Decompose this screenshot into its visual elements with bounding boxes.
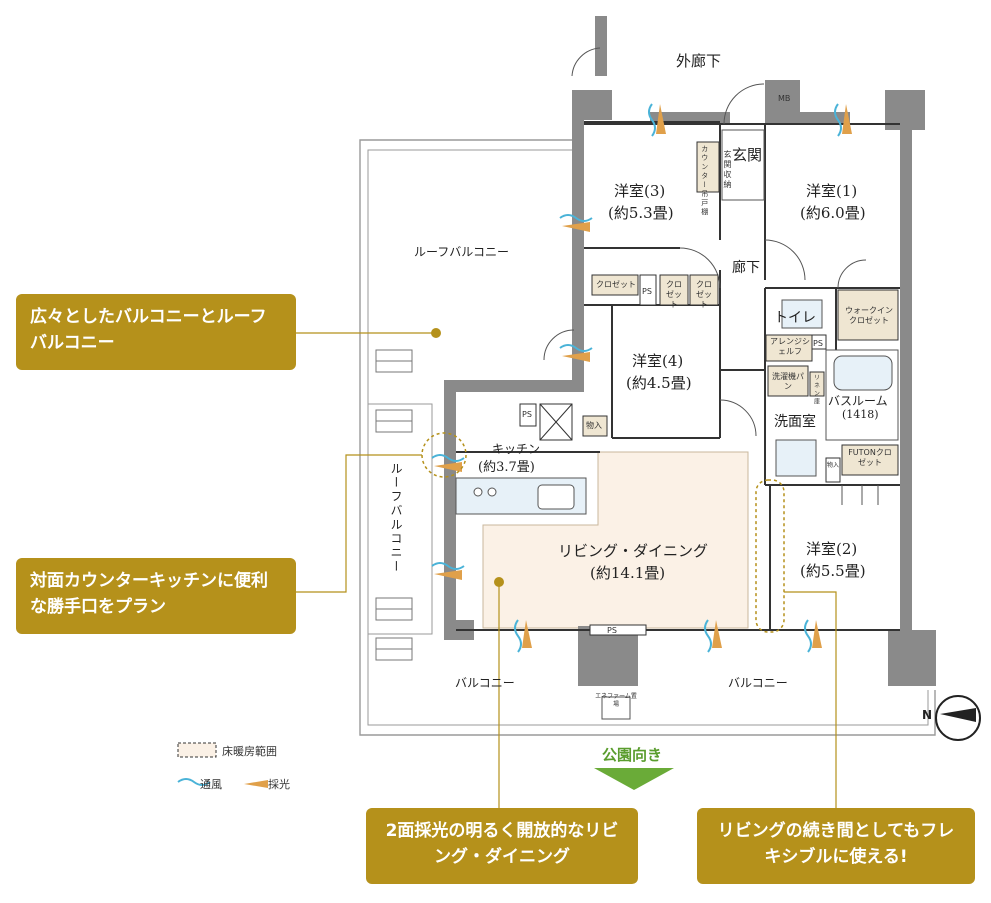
park-arrow bbox=[594, 768, 674, 790]
legend-floor-heating: 床暖房範囲 bbox=[222, 745, 277, 758]
park-direction-label: 公園向き bbox=[601, 746, 662, 764]
balcony-right-label: バルコニー bbox=[728, 676, 788, 690]
ps-b-label: PS bbox=[813, 339, 823, 348]
callout-flexible: リビングの続き間としてもフレキシブルに使える! bbox=[697, 808, 975, 884]
room4-name: 洋室(4) bbox=[632, 352, 684, 370]
storage-a-label: 物入 bbox=[586, 421, 602, 430]
side-balcony-rail bbox=[367, 403, 433, 635]
ps-c-label: PS bbox=[522, 410, 532, 419]
ps-a-label: PS bbox=[642, 287, 652, 296]
storage-b-label: 物入 bbox=[827, 462, 840, 469]
balcony-left-label: バルコニー bbox=[455, 676, 515, 690]
leader-lines bbox=[296, 332, 837, 808]
roof-balcony-side-label: ルーフバルコニー bbox=[389, 462, 403, 574]
washer-pan-label: 洗濯機パン bbox=[772, 372, 804, 391]
door-swings bbox=[543, 47, 879, 505]
entrance-label: 玄関 bbox=[732, 146, 763, 164]
lighting-marks bbox=[434, 104, 852, 648]
callout-living: 2面採光の明るく開放的なリビング・ダイニング bbox=[366, 808, 638, 884]
closet-c-label: クロゼット bbox=[696, 280, 712, 309]
fixtures bbox=[455, 129, 899, 720]
callout-kitchen: 対面カウンターキッチンに便利な勝手口をプラン bbox=[16, 558, 296, 634]
arrange-shelf-label: アレンジシェルフ bbox=[770, 337, 810, 356]
flexible-room-highlight bbox=[755, 479, 785, 633]
linen-label: リネン庫 bbox=[812, 374, 820, 406]
mb-label: MB bbox=[778, 94, 791, 103]
outer-corridor-label: 外廊下 bbox=[676, 52, 722, 70]
hallway-label: 廊下 bbox=[732, 260, 760, 276]
kitchen-name: キッチン bbox=[492, 442, 541, 456]
ventilation-marks bbox=[431, 103, 842, 653]
closets bbox=[519, 141, 899, 636]
interior-walls bbox=[456, 121, 900, 631]
floor-heating-area bbox=[482, 451, 749, 629]
room3-size: (約5.3畳) bbox=[608, 204, 674, 222]
compass-north-label: N bbox=[922, 708, 933, 722]
kitchen-size: (約3.7畳) bbox=[478, 460, 535, 475]
walkin-closet-label: ウォークインクロゼット bbox=[845, 306, 893, 325]
roof-balcony-inner-outline bbox=[367, 149, 929, 726]
living-size: (約14.1畳) bbox=[590, 564, 666, 582]
room4-size: (約4.5畳) bbox=[626, 374, 692, 392]
roof-balcony-top-label: ルーフバルコニー bbox=[414, 245, 510, 259]
room1-size: (約6.0畳) bbox=[800, 204, 866, 222]
toilet-label: トイレ bbox=[774, 310, 816, 326]
bathroom-size: (1418) bbox=[842, 408, 879, 421]
bathroom-name: バスルーム bbox=[828, 394, 888, 408]
living-name: リビング・ダイニング bbox=[558, 542, 709, 560]
futon-closet-label: FUTONクロゼット bbox=[848, 448, 892, 467]
room1-name: 洋室(1) bbox=[806, 182, 858, 200]
genkan-storage-label: 玄関収納 bbox=[723, 150, 732, 190]
closet-a-label: クロゼット bbox=[596, 280, 636, 289]
room2-name: 洋室(2) bbox=[806, 540, 858, 558]
washroom-label: 洗面室 bbox=[774, 414, 816, 430]
room3-name: 洋室(3) bbox=[614, 182, 666, 200]
closet-b-label: クロゼット bbox=[666, 280, 682, 309]
legend-lighting: 採光 bbox=[268, 778, 290, 791]
compass bbox=[935, 695, 981, 741]
ps-d-label: PS bbox=[607, 626, 617, 635]
callout-balcony: 広々としたバルコニーとルーフバルコニー bbox=[16, 294, 296, 370]
counter-cabinet-label: カウンター吊戸棚 bbox=[700, 145, 709, 217]
room2-size: (約5.5畳) bbox=[800, 562, 866, 580]
enefarm-label: エネファーム置場 bbox=[595, 693, 637, 708]
legend-ventilation: 通風 bbox=[200, 778, 222, 791]
